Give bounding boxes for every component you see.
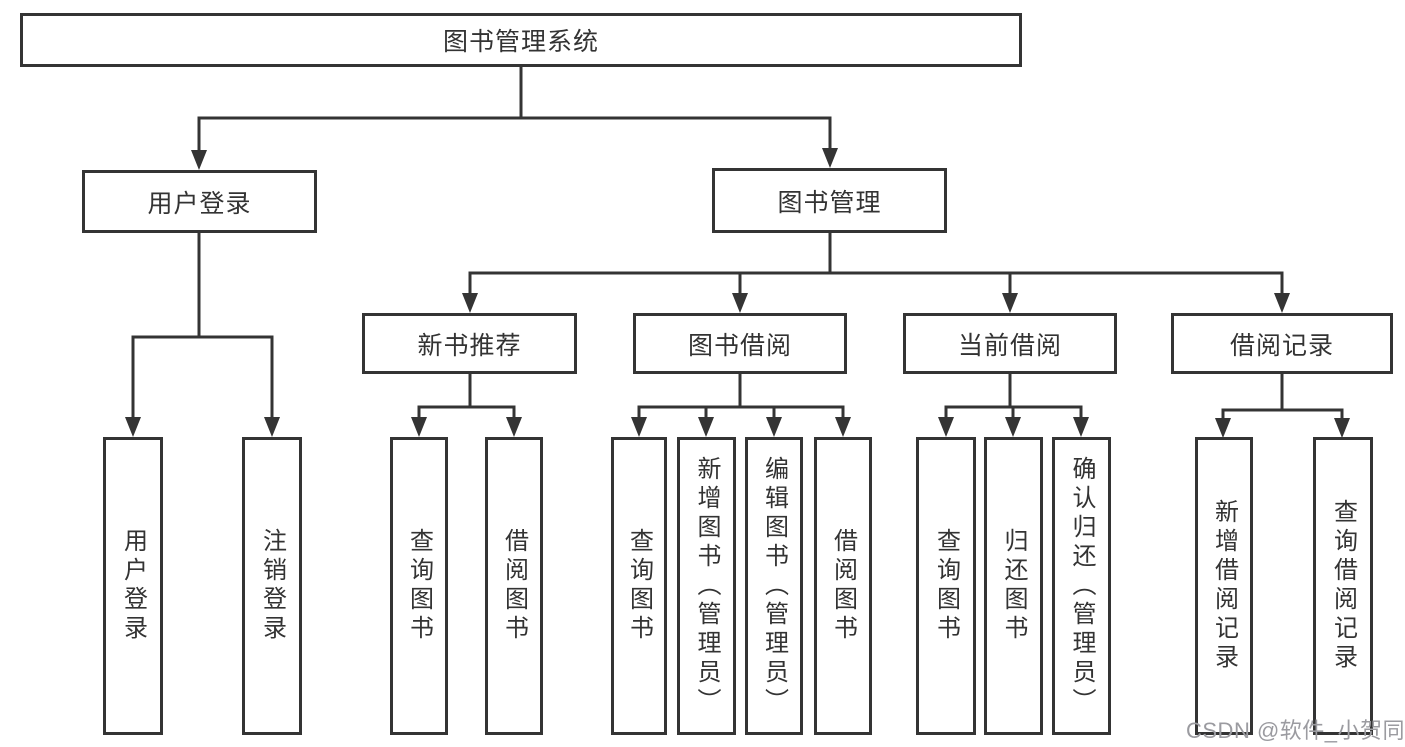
leaf-logout: 注销登录 [242,437,302,735]
leaf-borrow-books: 借阅图书 [814,437,872,735]
leaf-add-books-admin-label: 新增图书（管理员） [693,455,720,717]
leaf-edit-books-admin: 编辑图书（管理员） [745,437,803,735]
leaf-confirm-return-admin: 确认归还（管理员） [1052,437,1111,735]
connector-current-borrow-children [938,374,1089,437]
leaf-query-books-current-label: 查询图书 [932,528,960,644]
connector-root-to-level2 [191,67,838,170]
node-book-borrowing-label: 图书借阅 [687,331,792,360]
leaf-user-login: 用户登录 [103,437,163,735]
leaf-borrow-books-rec: 借阅图书 [485,437,543,735]
leaf-borrow-books-label: 借阅图书 [829,528,857,644]
connector-new-book-rec-children [411,374,522,437]
leaf-query-books-borrow: 查询图书 [611,437,667,735]
leaf-query-books-borrow-label: 查询图书 [625,528,653,644]
leaf-query-books-current: 查询图书 [916,437,976,735]
leaf-query-books-rec: 查询图书 [390,437,448,735]
node-book-management: 图书管理 [712,168,947,233]
connector-borrow-records-children [1215,374,1350,438]
leaf-add-books-admin: 新增图书（管理员） [677,437,736,735]
node-borrow-records: 借阅记录 [1171,313,1393,374]
leaf-confirm-return-admin-label: 确认归还（管理员） [1068,455,1095,717]
leaf-return-books-label: 归还图书 [1000,528,1027,644]
connector-user-login-children [125,233,280,437]
leaf-add-borrow-record-label: 新增借阅记录 [1210,499,1238,673]
leaf-edit-books-admin-label: 编辑图书（管理员） [760,455,788,717]
leaf-logout-label: 注销登录 [258,528,286,644]
node-user-login: 用户登录 [82,170,317,233]
csdn-watermark: CSDN @软件_小贺同学 [1186,718,1405,743]
leaf-query-borrow-record: 查询借阅记录 [1313,437,1373,735]
leaf-add-borrow-record: 新增借阅记录 [1195,437,1253,735]
node-new-book-recommend-label: 新书推荐 [417,331,522,360]
leaf-query-books-rec-label: 查询图书 [405,528,433,644]
leaf-borrow-books-rec-label: 借阅图书 [500,528,528,644]
node-book-borrowing: 图书借阅 [633,313,847,374]
node-book-management-label: 图书管理 [777,188,882,217]
connector-book-mgmt-sections [462,233,1290,313]
node-root-system: 图书管理系统 [20,13,1022,67]
node-new-book-recommend: 新书推荐 [362,313,577,374]
node-borrow-records-label: 借阅记录 [1229,331,1334,360]
leaf-return-books: 归还图书 [984,437,1043,735]
connector-book-borrow-children [631,374,851,437]
leaf-query-borrow-record-label: 查询借阅记录 [1329,499,1357,673]
node-user-login-label: 用户登录 [147,189,252,218]
node-current-borrowing-label: 当前借阅 [957,331,1062,360]
node-current-borrowing: 当前借阅 [903,313,1117,374]
node-root-label: 图书管理系统 [442,28,599,56]
leaf-user-login-label: 用户登录 [119,528,147,644]
